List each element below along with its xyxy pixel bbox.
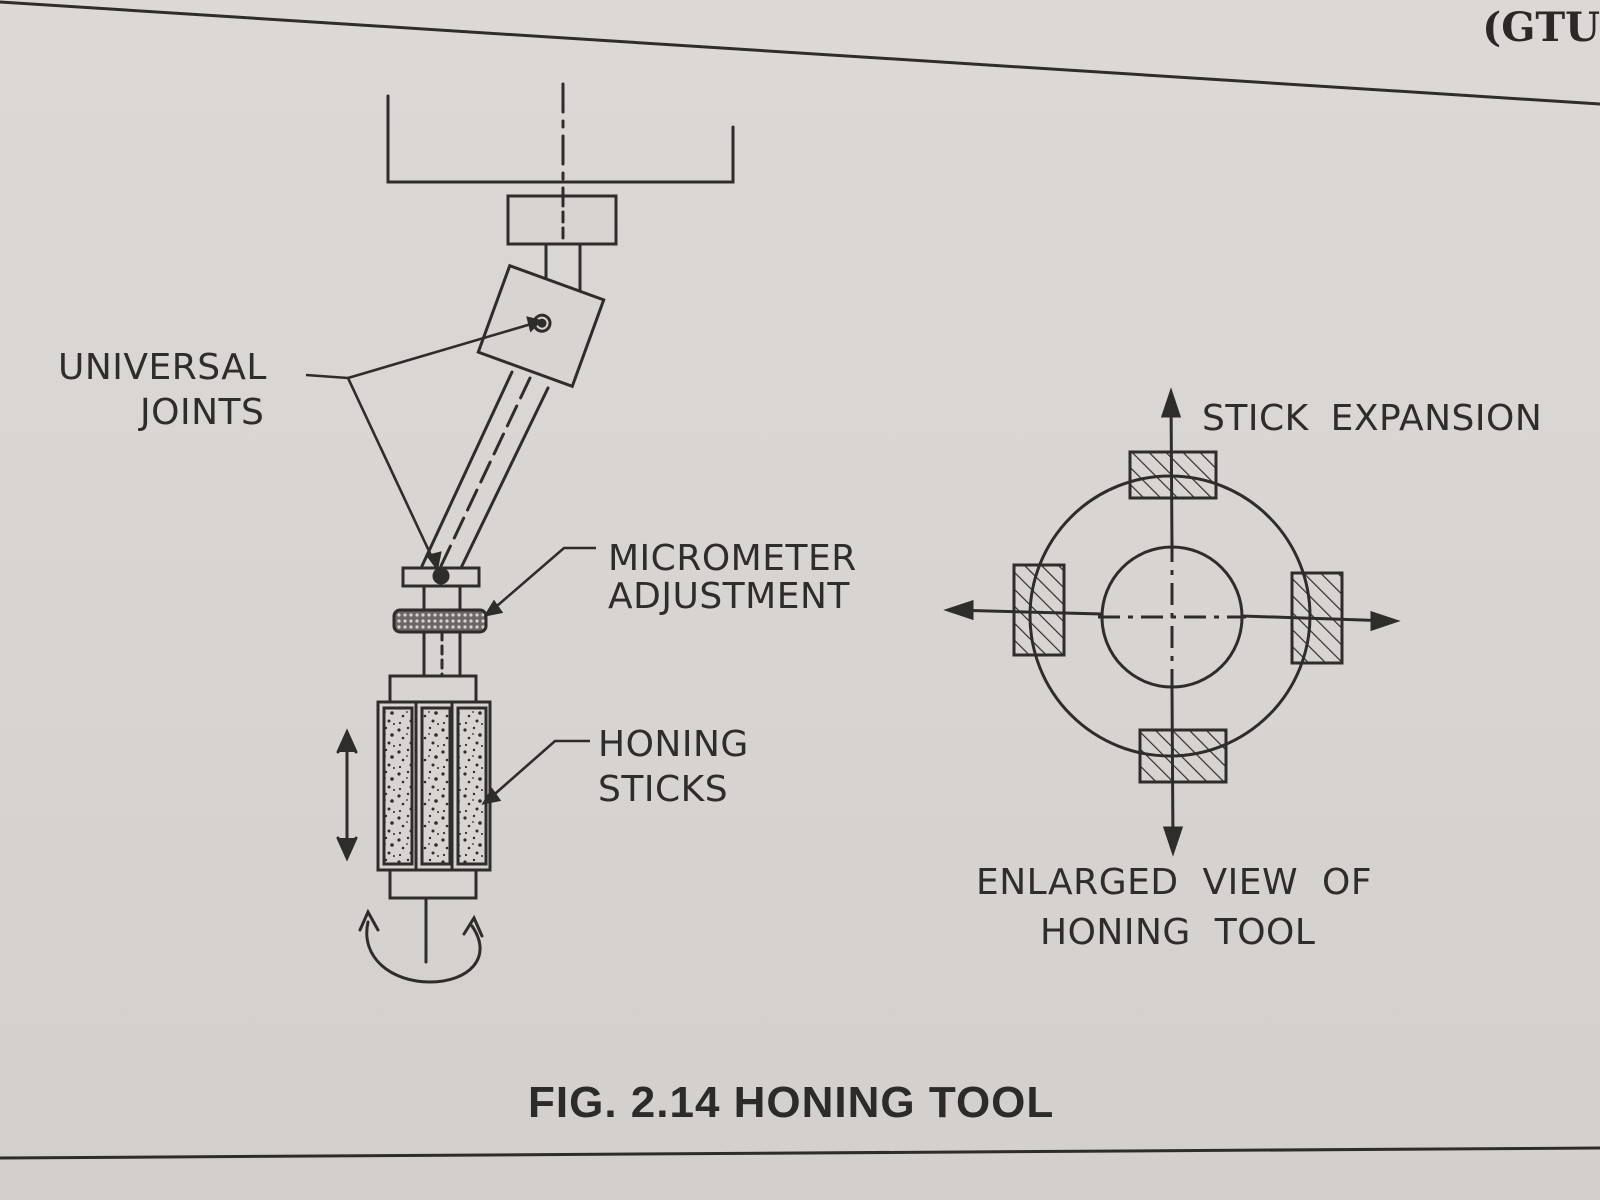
label-honing-sticks-line2: STICKS: [598, 769, 729, 810]
label-micrometer-line2: ADJUSTMENT: [608, 576, 850, 617]
connecting-rod: [420, 370, 550, 572]
figure-caption: FIG. 2.14 HONING TOOL: [528, 1078, 1055, 1127]
label-universal-joints-line2: JOINTS: [140, 392, 265, 433]
bottom-rule: [0, 1146, 1600, 1160]
micrometer-collar: [392, 608, 488, 634]
top-rule: [0, 0, 1600, 106]
label-universal-joints-line1: UNIVERSAL: [58, 347, 267, 388]
honing-stick-right: [456, 706, 488, 866]
expansion-stick-right: [1290, 571, 1344, 665]
label-stick-expansion: STICK EXPANSION: [1202, 398, 1543, 439]
label-honing-sticks-line1: HONING: [598, 724, 749, 765]
label-micrometer-line1: MICROMETER: [608, 538, 857, 579]
label-enlarged-view-line2: HONING TOOL: [1040, 912, 1316, 953]
enlarged-view: [943, 387, 1401, 857]
honing-stick-center: [420, 706, 452, 866]
page-header-code: (GTU: [1482, 4, 1600, 51]
stick-holder-top: [388, 674, 478, 704]
expansion-stick-bottom: [1138, 728, 1228, 784]
spindle-head: [386, 94, 735, 184]
stick-holder-bottom: [388, 868, 478, 900]
honing-tool-assembly: [336, 82, 735, 984]
expansion-stick-left: [1012, 563, 1066, 657]
expansion-stick-top: [1128, 450, 1218, 500]
upper-universal-joint: [476, 263, 606, 389]
honing-stick-left: [382, 706, 414, 866]
rotation-arrow: [365, 920, 482, 984]
leader-lines: [305, 316, 596, 805]
label-enlarged-view-line1: ENLARGED VIEW OF: [976, 862, 1373, 903]
